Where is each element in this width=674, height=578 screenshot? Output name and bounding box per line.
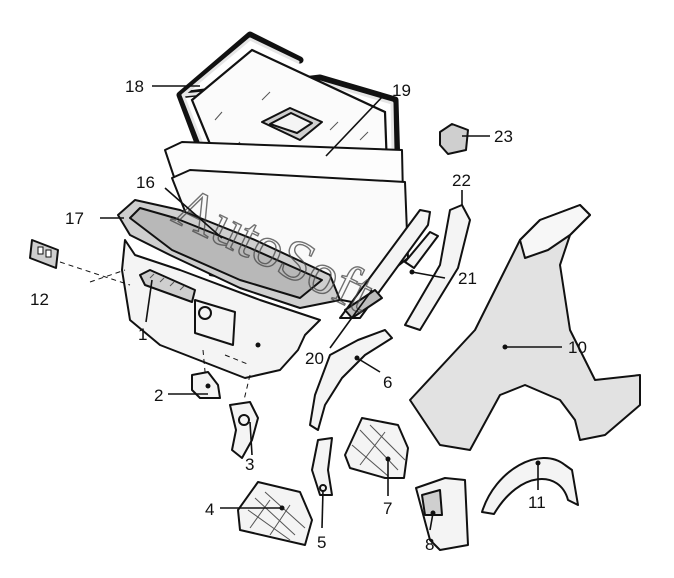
callout-labels: 18 19 23 16 22 17 21 12 1 10 20 6 2 3 4 … xyxy=(30,77,587,554)
part-7-right-tail-lamp xyxy=(344,417,409,479)
part-21-support-strut xyxy=(404,231,439,275)
part-18-tailgate-spoiler xyxy=(117,199,341,309)
tailgate-panel xyxy=(121,239,321,379)
callout-19: 19 xyxy=(392,81,411,100)
callout-4: 4 xyxy=(205,500,214,519)
callout-1: 1 xyxy=(138,325,147,344)
callout-3: 3 xyxy=(245,455,254,474)
callout-10: 10 xyxy=(568,338,587,357)
callout-7: 7 xyxy=(383,499,392,518)
assembly-lines xyxy=(59,261,251,401)
callout-17: 16 xyxy=(136,173,155,192)
callout-11: 11 xyxy=(528,493,546,512)
leader-lines xyxy=(100,85,562,531)
part-22-pillar-trim xyxy=(404,204,471,331)
callout-8: 8 xyxy=(425,535,434,554)
callout-6: 6 xyxy=(383,373,392,392)
part-8-mud-flap xyxy=(415,477,469,551)
callout-21: 21 xyxy=(458,269,477,288)
part-20-strut xyxy=(339,209,431,319)
callout-23: 23 xyxy=(494,127,513,146)
part-3-latch xyxy=(229,401,259,459)
callout-18: 17 xyxy=(65,209,84,228)
part-10-quarter-panel xyxy=(409,204,641,451)
callout-20: 20 xyxy=(305,349,324,368)
part-5-bracket xyxy=(311,437,333,496)
part-23-clip xyxy=(439,123,469,155)
part-2-hinge-bracket xyxy=(191,371,221,399)
callout-5: 5 xyxy=(317,533,326,552)
part-12-badge xyxy=(29,239,59,269)
callout-12: 12 xyxy=(30,290,49,309)
part-16-window-seal xyxy=(176,31,402,249)
part-6-pillar-panel xyxy=(309,329,393,431)
callout-16: 18 xyxy=(125,77,144,96)
part-4-left-tail-lamp xyxy=(237,481,313,546)
part-1-plate-lamp xyxy=(139,269,196,303)
callout-2: 2 xyxy=(154,386,163,405)
callout-22: 22 xyxy=(452,171,471,190)
